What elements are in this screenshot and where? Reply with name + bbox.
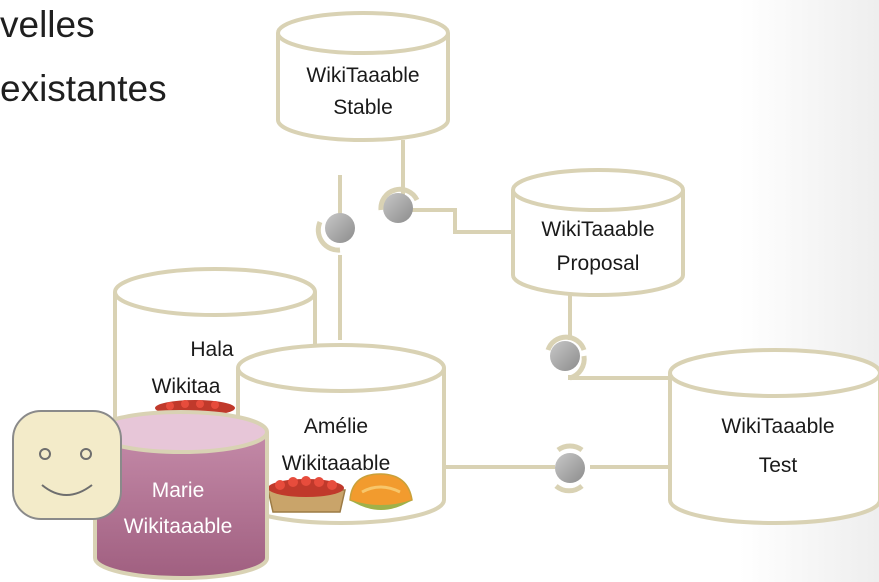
db-marie-line2: Wikitaaable <box>124 515 233 538</box>
db-marie-line1: Marie <box>152 479 205 502</box>
connector-lines <box>338 140 690 469</box>
db-test-line2: Test <box>759 454 798 477</box>
interface-amelie-test <box>554 443 585 494</box>
db-stable-line2: Stable <box>333 96 393 119</box>
db-amelie: Amélie Wikitaaable <box>236 343 446 525</box>
db-amelie-line2: Wikitaaable <box>282 452 391 475</box>
melon-image <box>349 473 413 510</box>
db-amelie-line1: Amélie <box>304 415 368 438</box>
db-proposal: WikiTaaable Proposal <box>511 168 685 297</box>
db-test-line1: WikiTaaable <box>721 415 834 438</box>
smiley-user-icon <box>12 410 122 520</box>
db-proposal-line1: WikiTaaable <box>541 218 654 241</box>
strawberry-basket-image <box>267 476 346 513</box>
db-hala-line1: Hala <box>190 338 234 361</box>
interface-stable-proposal <box>378 186 420 223</box>
db-test: WikiTaaable Test <box>668 348 879 525</box>
bullet-text-1: velles <box>0 4 95 45</box>
db-proposal-line2: Proposal <box>557 252 640 275</box>
db-stable-line1: WikiTaaable <box>306 64 419 87</box>
bullet-text-2: existantes <box>0 68 167 109</box>
interface-stable-amelie <box>315 213 355 253</box>
db-marie: Marie Wikitaaable <box>93 410 269 580</box>
db-stable: WikiTaaable Stable <box>276 11 450 142</box>
db-hala-line2: Wikitaa <box>152 375 221 398</box>
interface-proposal-test <box>545 334 587 381</box>
